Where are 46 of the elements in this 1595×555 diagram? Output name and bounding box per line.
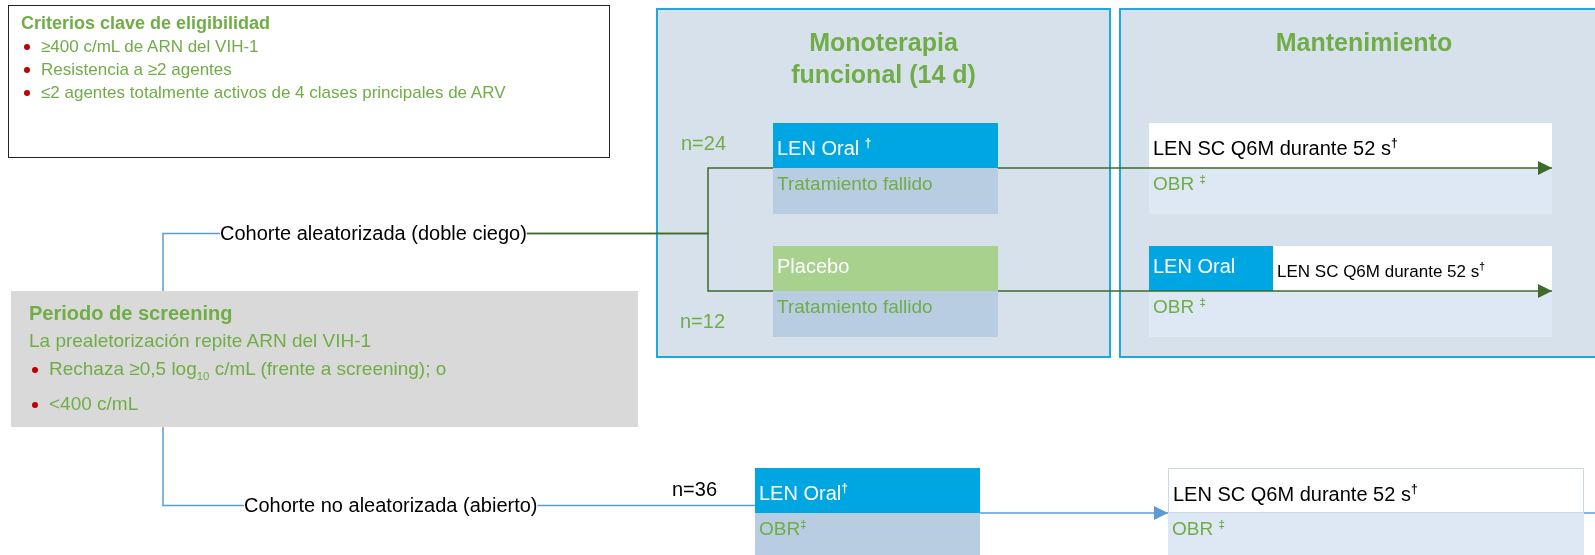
treatment-band: LEN Oral$^{†}$ [755, 468, 980, 513]
treatment-text: Tratamiento fallido [777, 296, 933, 318]
text-line: La prealetorización repite ARN del VIH-1 [29, 329, 373, 353]
treatment-text: OBR $^{‡}$ [1153, 296, 1206, 319]
arrow [997, 161, 1553, 175]
connector-line [526, 232, 774, 292]
screening-box [11, 291, 638, 427]
bullet-text: Resistencia a ≥2 agentes [41, 60, 232, 79]
treatment-text: OBR $^{‡}$ [1172, 518, 1225, 541]
treatment-band: LEN SC Q6M durante 52 s$^{†}$ [1168, 468, 1584, 513]
connector-line [162, 232, 221, 292]
cohort-label: Cohorte aleatorizada (doble ciego) [220, 222, 527, 245]
heading: Criterios clave de eligibilidad [21, 12, 272, 35]
treatment-text: OBR $^{‡}$ [1153, 173, 1206, 196]
panel-title: Mantenimiento [1275, 27, 1453, 58]
treatment-band: LEN Oral $^{†}$ [773, 123, 998, 168]
treatment-text: OBR$^{‡}$ [759, 518, 807, 541]
treatment-card [1168, 468, 1584, 555]
bullet-text: ≤2 agentes totalmente activos de 4 clases principales de ARV [41, 83, 506, 102]
cohort-label: Cohorte no aleatorizada (abierto) [244, 494, 538, 517]
phase-panel [1119, 8, 1595, 358]
sample-size-label: n=24 [681, 132, 727, 155]
sample-size-label: n=12 [680, 310, 726, 333]
bullet-text: Rechaza ≥0,5 log$_{10}$ c/mL (frente a screening); o [49, 358, 447, 379]
treatment-band: LEN SC Q6M durante 52 s$^{†}$ [1149, 123, 1552, 168]
arrow [997, 284, 1553, 298]
panel-title: Monoterapia funcional (14 d) [790, 27, 977, 90]
connector-line [1583, 512, 1595, 514]
treatment-band: LEN Oral [1149, 246, 1273, 291]
connector-line [162, 426, 245, 507]
treatment-band: LEN SC Q6M durante 52 s$^{†}$ [1273, 246, 1552, 291]
treatment-card [755, 468, 980, 555]
treatment-card [1149, 246, 1552, 337]
treatment-card [1149, 123, 1552, 214]
arrow [979, 506, 1169, 520]
bullet-text: <400 c/mL [49, 392, 139, 414]
connector-line [536, 504, 756, 507]
treatment-band: Placebo [773, 246, 998, 291]
criteria-box [8, 5, 610, 158]
phase-panel [656, 8, 1111, 358]
sample-size-label: n=36 [672, 478, 718, 501]
treatment-card [773, 246, 998, 337]
treatment-card [773, 123, 998, 214]
treatment-text: Tratamiento fallido [777, 173, 933, 195]
bullet-text: ≥400 c/mL de ARN del VIH-1 [41, 37, 259, 56]
heading: Periodo de screening [29, 301, 234, 326]
